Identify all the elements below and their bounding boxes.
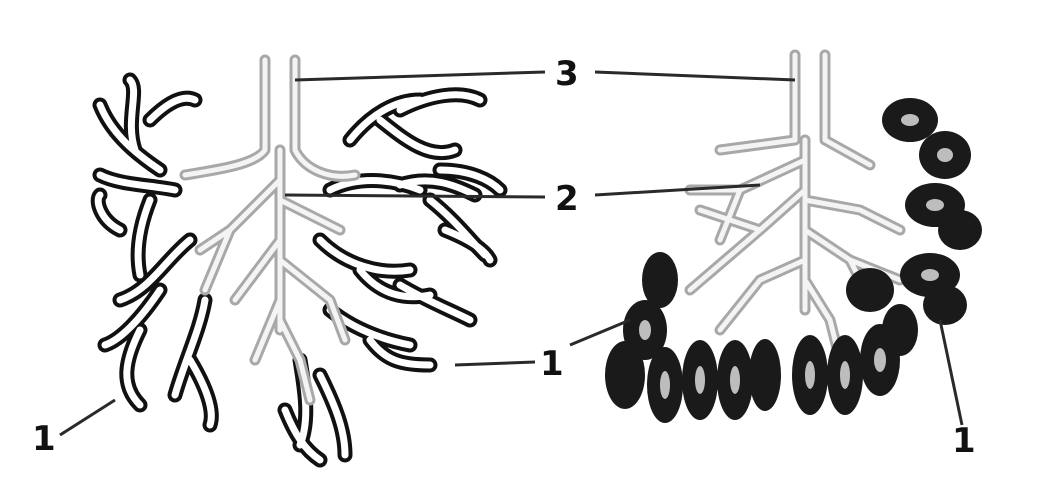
label-3: 3 <box>555 54 579 94</box>
label-1-center: 1 <box>540 344 564 384</box>
left-gland <box>98 60 500 460</box>
left-duct-system <box>185 60 355 400</box>
leader-1-center-right <box>570 320 630 345</box>
leader-3-left <box>295 72 545 80</box>
leader-1-left-bottom <box>60 400 115 435</box>
right-gland <box>605 55 982 423</box>
right-duct-system <box>690 55 900 360</box>
leader-2-left <box>285 195 545 197</box>
leader-1-center-left <box>455 362 535 365</box>
label-1-right-bottom: 1 <box>952 421 976 461</box>
label-2: 2 <box>555 179 579 219</box>
label-1-left-bottom: 1 <box>32 419 56 459</box>
leader-3-right <box>595 72 795 80</box>
leader-1-right-bottom <box>940 320 962 425</box>
